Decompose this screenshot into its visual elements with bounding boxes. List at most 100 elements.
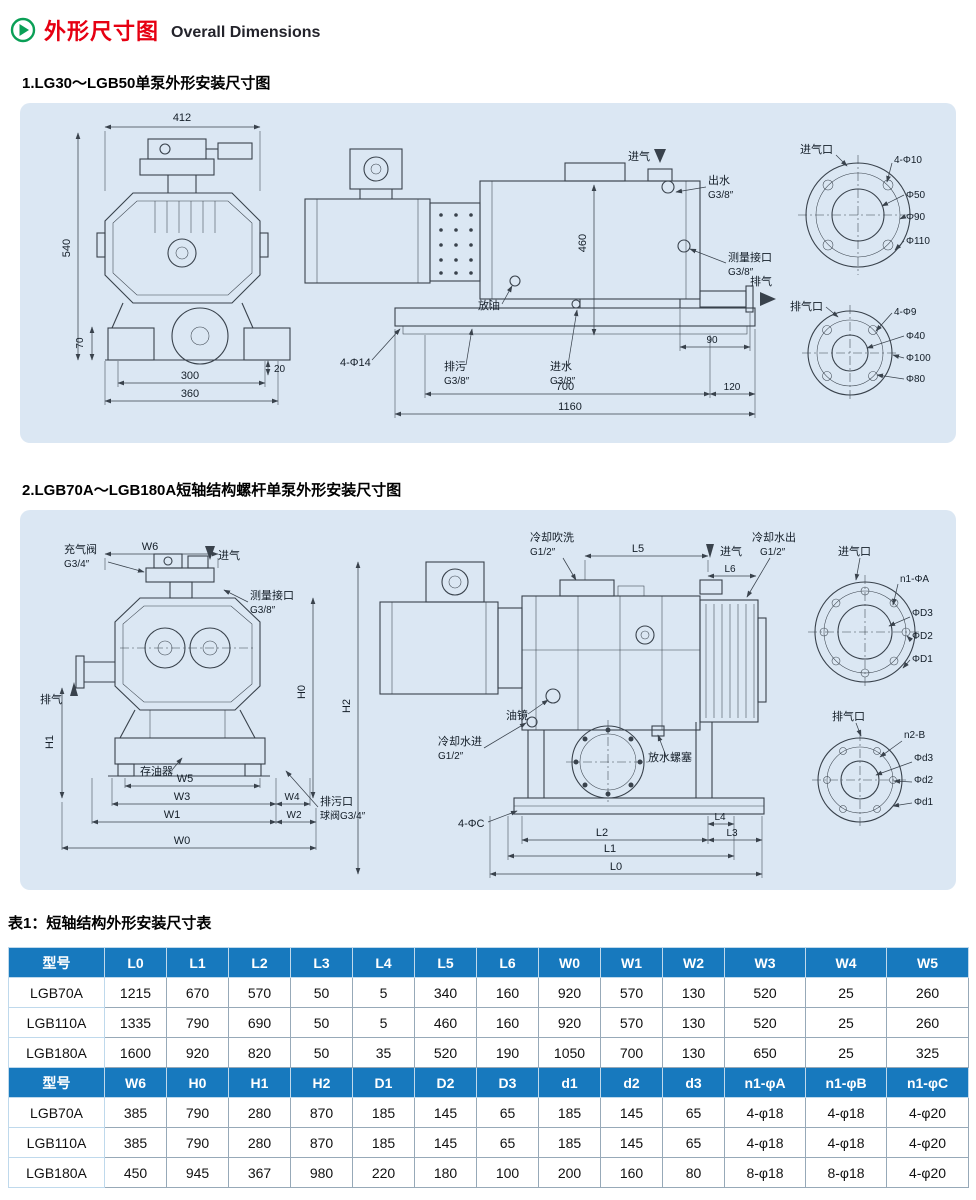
label-oil-reservoir: 存油器 [140,764,173,778]
dim-l0: L0 [610,861,622,873]
label-water-outlet-thread: G3/8″ [708,190,734,201]
dimension-lines-1 [75,124,907,418]
label-water-inlet-thread: G3/8″ [550,376,576,387]
side-view-drawing [304,148,776,335]
page-header: 外形尺寸图 Overall Dimensions [0,8,976,48]
label-measure-port-2: 测量接口 [250,589,294,602]
dim-360: 360 [181,388,199,400]
table-header-cell: L1 [166,947,229,978]
label-measure-port-thread: G3/8″ [728,267,754,278]
table-value-cell: 4-φ20 [886,1127,969,1158]
table-header-cell: D1 [352,1067,415,1098]
table-header-cell: W0 [538,947,601,978]
label-intake-side: 进气 [720,544,742,558]
label-f2-d3: Φd3 [914,753,934,764]
table-value-cell: 570 [600,977,663,1008]
table-value-cell: 185 [538,1097,601,1128]
label-f2-d80: Φ80 [906,374,926,385]
dim-h0: H0 [296,685,308,699]
table-value-cell: 8-φ18 [805,1157,887,1188]
label-f1-d3: ΦD3 [912,608,933,619]
label-intake-port: 进气口 [800,142,833,156]
table-value-cell: 920 [538,977,601,1008]
table-value-cell: 790 [166,1097,229,1128]
dim-l6: L6 [724,564,736,575]
label-f1-holes: 4-Φ10 [894,155,922,166]
table-value-cell: 690 [228,1007,291,1038]
table-header-cell: d3 [662,1067,725,1098]
table-value-cell: 520 [724,977,806,1008]
table-value-cell: 650 [724,1037,806,1068]
dim-w1: W1 [164,809,181,821]
table-value-cell: 145 [600,1127,663,1158]
label-measure-port: 测量接口 [728,251,772,264]
table-value-cell: 130 [662,1037,725,1068]
table-value-cell: 700 [600,1037,663,1068]
table-header-cell: n1-φC [886,1067,969,1098]
page-title-en: Overall Dimensions [171,23,321,41]
label-charge-valve: 充气阀 [64,542,97,556]
table-value-cell: 80 [662,1157,725,1188]
table-value-cell: 450 [104,1157,167,1188]
table-value-cell: 185 [538,1127,601,1158]
label-sewage-port: 排污口 [320,794,353,808]
dim-h1: H1 [44,735,56,749]
label-sewage-drain-thread: G3/8″ [444,376,470,387]
table-caption: 表1：短轴结构外形安装尺寸表 [8,915,212,932]
table-header-cell: W6 [104,1067,167,1098]
drawing1-panel: 412 540 70 20 300 360 进气 出水 G3/8″ 460 测量… [20,103,956,443]
table-value-cell: 4-φ20 [886,1097,969,1128]
dim-h2: H2 [341,699,353,713]
table-value-cell: 670 [166,977,229,1008]
label-exhaust-port: 排气口 [790,299,823,313]
table-value-cell: 200 [538,1157,601,1188]
label-oil-drain: 放油 [478,298,500,312]
table-value-cell: 25 [805,1037,887,1068]
table-value-cell: 25 [805,1007,887,1038]
drawing2-svg: 充气阀 G3/4″ W6 进气 测量接口 G3/8″ 排气 H1 存油器 H0 … [40,530,934,878]
drawing2-panel: 充气阀 G3/4″ W6 进气 测量接口 G3/8″ 排气 H1 存油器 H0 … [20,510,956,890]
table-value-cell: 8-φ18 [724,1157,806,1188]
front-view-drawing [96,138,291,365]
table-header-cell: d2 [600,1067,663,1098]
table-value-cell: 145 [414,1127,477,1158]
table-value-cell: 65 [662,1127,725,1158]
section-marker-icon [10,17,36,43]
label-f2-d2: Φd2 [914,775,934,786]
label-sewage-drain: 排污 [444,359,466,373]
dim-w5: W5 [177,773,194,785]
table-header-cell: d1 [538,1067,601,1098]
table-value-cell: 260 [886,1007,969,1038]
table-value-cell: 4-φ18 [724,1127,806,1158]
table-value-cell: 65 [476,1097,539,1128]
table-model-cell: LGB180A [8,1037,105,1068]
label-intake-2: 进气 [218,548,240,562]
table-value-cell: 4-φ18 [805,1097,887,1128]
label-f2-d1: Φd1 [914,797,934,808]
table-value-cell: 790 [166,1007,229,1038]
table-model-cell: LGB110A [8,1127,105,1158]
table-value-cell: 160 [600,1157,663,1188]
dim-w6: W6 [142,541,159,553]
label-f1-d90: Φ90 [906,212,926,223]
table-header-cell: D2 [414,1067,477,1098]
labels-1: 412 540 70 20 300 360 进气 出水 G3/8″ 460 测量… [61,112,931,413]
label-drain-plug: 放水螺塞 [648,750,692,764]
label-f2-d100: Φ100 [906,353,931,364]
label-f1-holes-2: n1-ΦA [900,574,929,585]
table-header-cell: W4 [805,947,887,978]
table-header-cell: L6 [476,947,539,978]
table-value-cell: 920 [538,1007,601,1038]
dim-l4: L4 [714,812,726,823]
dim-l2: L2 [596,827,608,839]
table-value-cell: 185 [352,1127,415,1158]
table-model-cell: LGB180A [8,1157,105,1188]
dim-700: 700 [556,381,574,393]
dim-w3: W3 [174,791,191,803]
table-model-cell: LGB70A [8,977,105,1008]
